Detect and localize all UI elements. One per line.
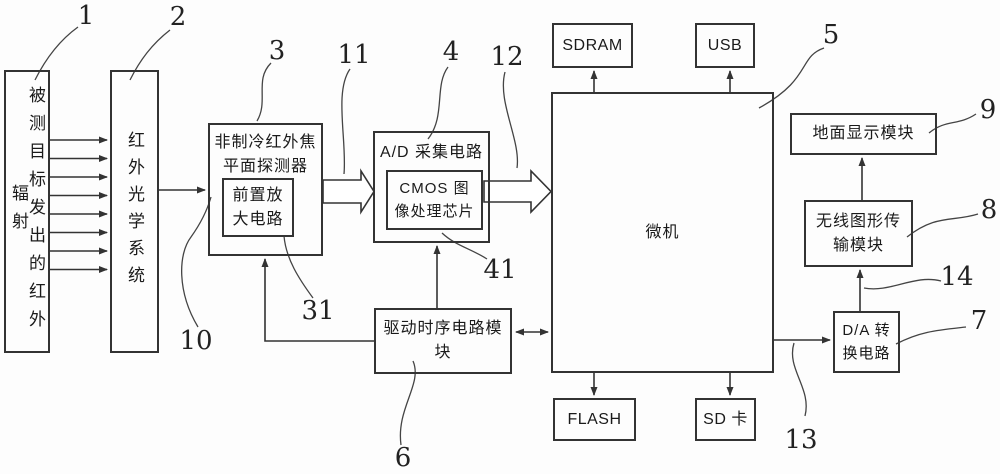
reference-leaders — [34, 26, 979, 446]
box-drive-timing-circuit: 驱动时序电路模块 — [374, 308, 512, 374]
ref-31: 31 — [301, 296, 335, 326]
measured-target-radiation-label: 被测目标发出的红外辐射 — [9, 85, 45, 338]
box-cmos-image-chip: CMOS 图像处理芯片 — [386, 170, 483, 230]
cmos-image-chip-label: CMOS 图像处理芯片 — [394, 180, 475, 220]
box-sdram: SDRAM — [552, 23, 633, 68]
preamplifier-label: 前置放大电路 — [232, 186, 284, 228]
leader-10 — [181, 196, 212, 328]
box-ground-display-module: 地面显示模块 — [790, 113, 937, 155]
leader-31 — [283, 235, 314, 299]
ref-13: 13 — [784, 425, 818, 455]
drive-timing-circuit-label: 驱动时序电路模块 — [383, 320, 503, 361]
box-measured-target-radiation: 被测目标发出的红外辐射 — [4, 70, 50, 353]
ref-5: 5 — [822, 20, 840, 50]
leader-9 — [928, 113, 977, 134]
ref-14: 14 — [940, 262, 974, 292]
leader-11 — [341, 68, 351, 175]
leader-12 — [502, 71, 519, 169]
da-converter-label: D/A 转换电路 — [842, 322, 891, 362]
ref-8: 8 — [980, 195, 998, 225]
wireless-transmission-module-label: 无线图形传输模块 — [815, 212, 901, 254]
box-preamplifier: 前置放大电路 — [222, 178, 294, 237]
ref-2: 2 — [169, 2, 187, 32]
adc-to-mcu-bus-arrow — [483, 169, 553, 214]
leader-6 — [399, 360, 416, 446]
usb-label: USB — [707, 36, 743, 54]
ref-9: 9 — [979, 95, 997, 125]
ref-41: 41 — [483, 255, 517, 285]
leader-1 — [34, 26, 79, 81]
leader-8 — [906, 213, 979, 238]
leader-2 — [129, 29, 171, 81]
detector-to-adc-bus-arrow — [322, 168, 375, 215]
ref-6: 6 — [394, 443, 412, 473]
box-sd-card: SD 卡 — [695, 398, 756, 441]
leader-41 — [441, 232, 488, 260]
ref-1: 1 — [77, 1, 95, 31]
ref-3: 3 — [268, 36, 286, 66]
box-infrared-optics: 红外光学系统 — [110, 70, 159, 353]
ref-11: 11 — [337, 40, 371, 70]
infrared-optics-label: 红外光学系统 — [125, 130, 144, 293]
box-microcomputer: 微机 — [551, 92, 774, 373]
box-da-converter: D/A 转换电路 — [833, 311, 900, 373]
ref-12: 12 — [490, 42, 524, 72]
uncooled-detector-label: 非制冷红外焦平面探测器 — [214, 134, 317, 175]
signal-connectors — [159, 70, 866, 396]
leader-3 — [256, 62, 272, 122]
ad-acquisition-label: A/D 采集电路 — [379, 144, 484, 161]
box-usb: USB — [695, 23, 755, 68]
sd-card-label: SD 卡 — [703, 410, 748, 428]
driver-to-detector-arrow — [261, 258, 374, 342]
box-wireless-transmission-module: 无线图形传输模块 — [804, 200, 913, 267]
ref-7: 7 — [970, 306, 988, 336]
box-uncooled-detector: 非制冷红外焦平面探测器 — [208, 123, 323, 256]
ground-display-module-label: 地面显示模块 — [812, 125, 915, 142]
leader-4 — [427, 66, 449, 140]
sdram-label: SDRAM — [562, 36, 623, 54]
radiation-arrows — [50, 136, 108, 273]
leader-14 — [863, 278, 942, 290]
ref-4: 4 — [442, 37, 460, 67]
ref-10: 10 — [179, 326, 213, 356]
flash-label: FLASH — [567, 410, 622, 428]
microcomputer-label: 微机 — [645, 223, 680, 241]
leader-13 — [791, 342, 807, 417]
box-flash: FLASH — [553, 398, 636, 441]
leader-7 — [895, 326, 967, 345]
box-ad-acquisition: A/D 采集电路 — [373, 131, 490, 243]
bus-arrows — [322, 168, 553, 215]
